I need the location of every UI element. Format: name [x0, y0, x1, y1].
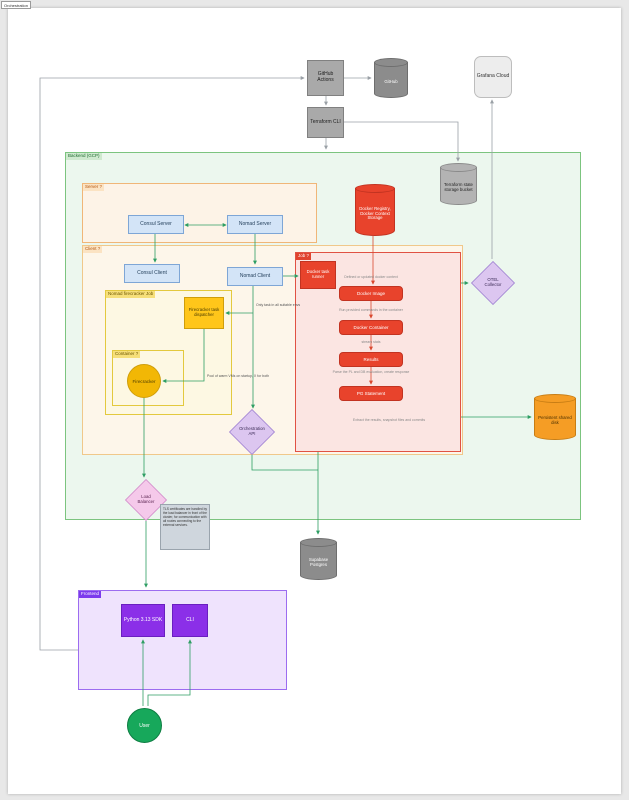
- caption-parse-evaluation: Parse the PL and DB evaluation, create r…: [332, 370, 410, 374]
- github-actions-node[interactable]: GitHub Actions: [307, 60, 344, 96]
- caption-docker-context: Defined or updated docker context: [344, 275, 398, 279]
- consul-server-node[interactable]: Consul Server: [128, 215, 184, 234]
- nomad-client-node[interactable]: Nomad Client: [227, 267, 283, 286]
- github-cylinder-top: [374, 58, 408, 67]
- docker-registry-label: Docker Registry, Docker Context Storage: [359, 205, 391, 221]
- disk-cylinder-top: [534, 394, 576, 403]
- supabase-postgres-node[interactable]: Supabase Postgres: [300, 538, 337, 580]
- cli-node[interactable]: CLI: [172, 604, 208, 637]
- docker-job-label: Job ?: [296, 253, 312, 260]
- nomad-server-node[interactable]: Nomad Server: [227, 215, 283, 234]
- supabase-postgres-label: Supabase Postgres: [308, 557, 329, 567]
- terraform-state-bucket-node[interactable]: Terraform state storage bucket: [440, 163, 477, 205]
- pg-statement-node[interactable]: PG Statement: [339, 386, 403, 401]
- caption-stream-stats: stream stats: [361, 340, 381, 344]
- caption-run-commands: Run provided commands in the container: [339, 308, 403, 312]
- otel-collector-node[interactable]: OTEL Collector: [471, 261, 515, 305]
- backend-gcp-label: Backend (GCP): [66, 153, 102, 160]
- persistent-disk-node[interactable]: Persistent shared disk: [534, 394, 576, 440]
- caption-extract-results: Extract the results, snapshot files and …: [352, 418, 426, 422]
- container-q-label: Container ?: [113, 351, 141, 358]
- user-node[interactable]: User: [127, 708, 162, 743]
- terraform-state-bucket-label: Terraform state storage bucket: [444, 182, 473, 192]
- nomad-firecracker-job-label: Nomad firecracker Job: [106, 291, 156, 298]
- otel-collector-label: OTEL Collector: [484, 277, 502, 287]
- registry-cylinder-top: [355, 184, 395, 193]
- firecracker-dispatcher-node[interactable]: Firecracker task dispatcher: [184, 297, 224, 329]
- terraform-cli-node[interactable]: Terraform CLI: [307, 107, 344, 138]
- tls-note[interactable]: TLS certificates are handled by the load…: [160, 504, 210, 550]
- results-node[interactable]: Results: [339, 352, 403, 367]
- server-container[interactable]: Server ?: [82, 183, 317, 243]
- orchestration-api-label: Orchestration API: [239, 426, 265, 436]
- github-node[interactable]: GitHub: [374, 58, 408, 98]
- persistent-disk-label: Persistent shared disk: [538, 415, 572, 425]
- supabase-cylinder-top: [300, 538, 337, 547]
- docker-image-node[interactable]: Docker Image: [339, 286, 403, 301]
- docker-registry-node[interactable]: Docker Registry, Docker Context Storage: [355, 184, 395, 236]
- orchestration-api-node[interactable]: Orchestration API: [229, 409, 275, 455]
- firecracker-node[interactable]: Firecracker: [127, 364, 161, 398]
- python-sdk-node[interactable]: Python 3.13 SDK: [121, 604, 165, 637]
- docker-task-runner-node[interactable]: Docker task runner: [300, 261, 336, 289]
- docker-container-node[interactable]: Docker Container: [339, 320, 403, 335]
- client-container-label: Client ?: [83, 246, 103, 253]
- frontend-container-label: Frontend: [79, 591, 102, 598]
- github-label: GitHub: [384, 78, 398, 84]
- edge-label-warm-vms: Pool of warm VMs on startup, X for both: [207, 374, 270, 378]
- consul-client-node[interactable]: Consul Client: [124, 264, 180, 283]
- server-container-label: Server ?: [83, 184, 105, 191]
- bucket-cylinder-top: [440, 163, 477, 172]
- grafana-cloud-node[interactable]: Grafana Cloud: [474, 56, 512, 98]
- page-tab-label: Orchestration: [1, 1, 32, 9]
- edge-label-suitable-envs: Only task in all suitable envs: [256, 303, 301, 307]
